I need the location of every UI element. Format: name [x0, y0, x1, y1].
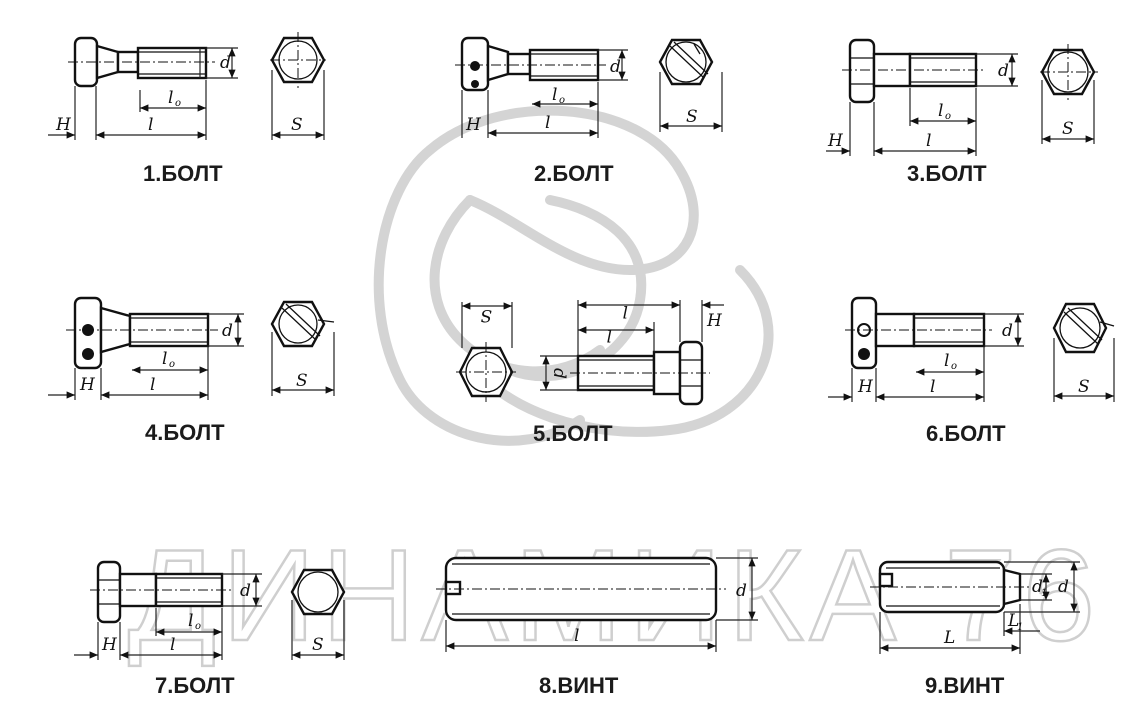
- bolt-5-dim-l: l: [623, 301, 628, 321]
- bolt-2-dim-lo-sub: o: [559, 95, 565, 106]
- bolt-7-dim-H: H: [101, 635, 118, 655]
- screw-8-dim-d: d: [736, 581, 747, 601]
- bolt-7-dim-d: d: [240, 581, 251, 601]
- bolt-3-dim-lo: l: [938, 101, 943, 121]
- screw-9-dim-L1: L: [1007, 611, 1019, 631]
- bolt-2-dim-lo: l: [552, 85, 557, 105]
- bolt-4-drawing: [48, 296, 335, 400]
- caption-item-4: 4.БОЛТ: [145, 420, 225, 445]
- bolt-7-dim-lo: l: [188, 611, 193, 631]
- bolt-3-dim-l: l: [926, 131, 931, 151]
- bolt-1-dim-H: H: [55, 115, 72, 135]
- bolt-2-dim-H: H: [465, 115, 482, 135]
- bolt-4-dim-lo: l: [162, 349, 167, 369]
- bolt-2-drawing: [455, 36, 723, 138]
- bolt-2-dim-d: d: [610, 57, 621, 77]
- caption-item-7: 7.БОЛТ: [155, 673, 235, 698]
- bolt-1-drawing: [48, 32, 326, 140]
- screw-9-dim-d1: d: [1032, 577, 1043, 597]
- bolt-3-dim-d: d: [998, 61, 1009, 81]
- caption-item-1: 1.БОЛТ: [143, 161, 223, 186]
- bolt-6-dim-lo: l: [944, 351, 949, 371]
- caption-item-2: 2.БОЛТ: [534, 161, 614, 186]
- screw-9-dim-d: d: [1058, 577, 1069, 597]
- screw-9-drawing: [870, 560, 1080, 654]
- bolt-6-dim-S: S: [1078, 377, 1090, 397]
- bolt-1-dim-lo-sub: o: [175, 98, 181, 109]
- caption-item-6: 6.БОЛТ: [926, 421, 1006, 446]
- bolt-7-dim-S: S: [312, 635, 324, 655]
- caption-item-5: 5.БОЛТ: [533, 421, 613, 446]
- bolt-4-dim-d: d: [222, 321, 233, 341]
- bolt-3-drawing: [826, 38, 1098, 156]
- bolt-2-dim-S: S: [686, 107, 698, 127]
- bolt-6-drawing: [828, 296, 1115, 402]
- caption-item-9: 9.ВИНТ: [925, 673, 1005, 698]
- screw-9-dim-d1-sub: 1: [1041, 588, 1047, 599]
- bolt-5-dim-d: d: [549, 368, 569, 379]
- bolt-5-drawing: [456, 300, 724, 406]
- screw-8-dim-l: l: [574, 626, 579, 646]
- screw-8-drawing: [436, 556, 758, 652]
- bolt-7-dim-lo-sub: o: [195, 621, 201, 632]
- bolt-5-dim-lo: l: [607, 325, 612, 345]
- bolt-4-dim-l: l: [150, 375, 155, 395]
- bolt-7-drawing: [74, 560, 346, 660]
- bolt-3-dim-lo-sub: o: [945, 111, 951, 122]
- bolt-1-dim-S: S: [291, 115, 303, 135]
- caption-item-8: 8.ВИНТ: [539, 673, 619, 698]
- bolt-6-dim-lo-sub: o: [951, 361, 957, 372]
- bolt-1-dim-lo: l: [168, 88, 173, 108]
- bolt-3-dim-S: S: [1062, 119, 1074, 139]
- bolt-6-dim-d: d: [1002, 321, 1013, 341]
- bolt-4-dim-lo-sub: o: [169, 359, 175, 370]
- bolt-4-dim-S: S: [296, 371, 308, 391]
- bolt-6-dim-H: H: [857, 377, 874, 397]
- screw-9-dim-L: L: [943, 628, 955, 648]
- bolt-5-dim-H: H: [706, 311, 723, 331]
- screw-9-dim-L1-sub: 1: [1017, 622, 1023, 633]
- bolt-5-dim-S: S: [480, 305, 492, 325]
- bolt-7-dim-l: l: [170, 635, 175, 655]
- bolt-6-dim-l: l: [930, 377, 935, 397]
- bolt-1-dim-d: d: [220, 53, 231, 73]
- bolt-3-dim-H: H: [827, 131, 844, 151]
- caption-item-3: 3.БОЛТ: [907, 161, 987, 186]
- bolt-4-dim-H: H: [79, 375, 96, 395]
- bolt-2-dim-l: l: [545, 113, 550, 133]
- bolt-1-dim-l: l: [148, 115, 153, 135]
